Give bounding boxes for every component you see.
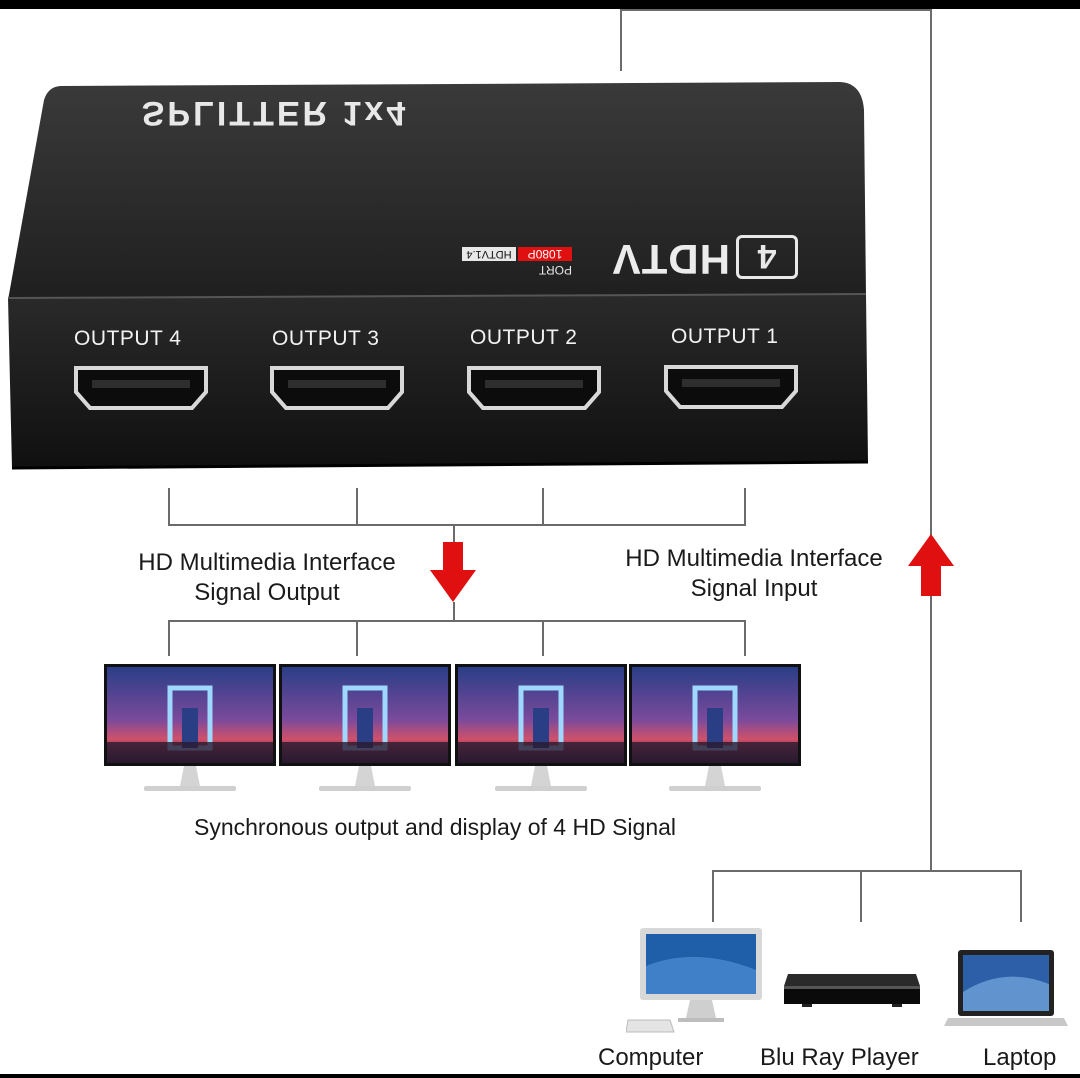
laptop-label: Laptop	[983, 1044, 1057, 1071]
mon-wire-join	[168, 620, 746, 622]
mon-wire-1	[744, 620, 746, 656]
hdmi-port-3	[270, 366, 404, 410]
src-wire-join	[712, 870, 1022, 872]
output-signal-line1: HD Multimedia Interface	[138, 549, 396, 576]
input-wire-top	[620, 9, 932, 11]
input-wire-down	[620, 9, 622, 71]
badge-version: HDTV1.4	[462, 247, 516, 261]
output-2-label: OUTPUT 2	[470, 326, 578, 349]
computer-icon	[626, 928, 762, 1033]
output-signal-label: HD Multimedia Interface Signal Output	[112, 548, 422, 608]
input-wire-vertical	[930, 9, 932, 871]
out-wire-center	[453, 524, 455, 544]
laptop-icon	[944, 950, 1068, 1026]
out-wire-4	[168, 488, 170, 526]
mon-wire-2	[542, 620, 544, 656]
sync-caption: Synchronous output and display of 4 HD S…	[193, 814, 677, 840]
badge-word: HDTV	[611, 236, 730, 283]
bluray-label: Blu Ray Player	[760, 1044, 919, 1071]
computer-label: Computer	[598, 1044, 704, 1071]
output-3-label: OUTPUT 3	[272, 327, 380, 350]
out-wire-3	[356, 488, 358, 526]
hdmi-port-4	[74, 366, 208, 410]
monitor-4	[629, 664, 801, 791]
mon-wire-center	[453, 602, 455, 622]
hdmi-port-1	[664, 365, 798, 409]
hdtv-badge: 4 HDTV PORT 1080P HDTV1.4	[462, 233, 798, 283]
hdmi-port-2	[467, 366, 601, 410]
badge-number: 4	[736, 235, 798, 279]
badge-resolution: 1080P	[518, 247, 572, 261]
bottom-border	[0, 1074, 1080, 1078]
input-signal-line1: HD Multimedia Interface	[625, 545, 883, 572]
monitor-1	[104, 664, 276, 791]
src-wire-bluray	[860, 870, 862, 922]
out-wire-1	[744, 488, 746, 526]
src-wire-laptop	[1020, 870, 1022, 922]
device-top-text: SPLITTER 1x4	[141, 94, 409, 132]
input-signal-label: HD Multimedia Interface Signal Input	[598, 544, 910, 604]
splitter-device	[7, 82, 869, 470]
output-signal-line2: Signal Output	[194, 579, 340, 606]
monitor-3	[455, 664, 627, 791]
mon-wire-3	[356, 620, 358, 656]
input-signal-line2: Signal Input	[690, 575, 818, 602]
arrow-down-icon	[430, 542, 476, 602]
arrow-up-icon	[908, 534, 954, 596]
output-4-label: OUTPUT 4	[74, 327, 182, 350]
out-wire-join	[168, 524, 746, 526]
mon-wire-4	[168, 620, 170, 656]
monitor-2	[279, 664, 451, 791]
bluray-player-icon	[784, 974, 920, 1007]
output-1-label: OUTPUT 1	[671, 325, 779, 348]
top-border	[0, 0, 1080, 9]
out-wire-2	[542, 488, 544, 526]
src-wire-computer	[712, 870, 714, 922]
badge-port: PORT	[538, 263, 572, 277]
